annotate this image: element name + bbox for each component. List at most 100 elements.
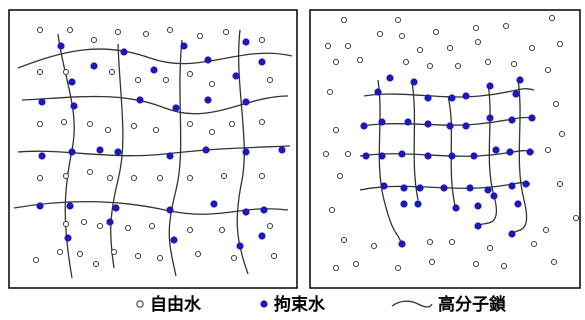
bound-water-dot (180, 42, 188, 50)
bound-water-dot (136, 96, 144, 104)
free-water-dot (156, 174, 164, 182)
free-water-dot (544, 146, 552, 154)
free-water-dot (130, 122, 138, 130)
free-water-dot (186, 70, 194, 78)
chain-h3 (17, 145, 291, 157)
bound-water-dot (360, 122, 368, 130)
bound-water-dot (516, 76, 524, 84)
bound-water-dot (404, 118, 412, 126)
bound-water-dot (68, 78, 76, 86)
bound-water-legend-label: 拘束水 (274, 294, 326, 315)
bound-water-dot (400, 200, 408, 208)
free-water-dot (86, 120, 94, 128)
bound-water-dot (486, 82, 494, 90)
bound-water-dot (150, 66, 158, 74)
free-water-dot (162, 76, 170, 84)
free-water-dot (92, 260, 100, 268)
free-water-dot (270, 252, 278, 260)
free-water-dot (186, 120, 194, 128)
free-water-dot (220, 172, 228, 180)
bound-water-dot (508, 230, 516, 238)
free-water-dot (86, 168, 94, 176)
bound-water-dot (528, 114, 536, 122)
chain-v5 (511, 79, 528, 237)
chain-h1 (17, 48, 293, 69)
free-water-dot (326, 88, 334, 96)
free-water-dot (114, 28, 122, 36)
free-water-dot (426, 62, 434, 70)
free-water-dot (258, 172, 266, 180)
free-water-dot (472, 24, 480, 32)
bound-water-dot (278, 146, 286, 154)
bound-water-dot (114, 148, 122, 156)
free-water-dot (556, 180, 564, 188)
free-water-dot (36, 120, 44, 128)
free-water-dot (376, 30, 384, 38)
bound-water-dot (204, 96, 212, 104)
bound-water-dot (424, 120, 432, 128)
free-water-dot (266, 222, 274, 230)
chain-v3 (168, 39, 183, 277)
free-water-dot (340, 16, 348, 24)
bound-water-dot (466, 184, 474, 192)
bound-water-dot (416, 184, 424, 192)
free-water-legend-label: 自由水 (150, 294, 202, 315)
free-water-dot (148, 222, 156, 230)
free-water-dot (474, 38, 482, 46)
free-water-dot (36, 68, 44, 76)
free-water-dot (258, 118, 266, 126)
bound-water-dot (522, 180, 530, 188)
chain-v2 (110, 43, 124, 269)
free-water-dot (156, 254, 164, 262)
free-water-dot (36, 26, 44, 34)
free-water-dot (62, 172, 70, 180)
bound-water-dot (462, 92, 470, 100)
free-water-dot (106, 174, 114, 182)
bound-water-dot (236, 242, 244, 250)
bound-water-dot (90, 62, 98, 70)
bound-water-dot (258, 232, 266, 240)
bound-water-dot (112, 204, 120, 212)
bound-water-dot (210, 200, 218, 208)
bound-water-dot (440, 184, 448, 192)
bound-water-dot (486, 114, 494, 122)
bound-water-dot (398, 240, 406, 248)
free-water-dot (556, 40, 564, 48)
bound-water-dot (398, 150, 406, 158)
bound-water-dot (526, 148, 534, 156)
free-water-dot (454, 62, 462, 70)
chain-v1 (377, 79, 403, 247)
bound-water-dot (258, 58, 266, 66)
bound-water-dot (70, 102, 78, 110)
free-water-dot (510, 60, 518, 68)
bound-water-dot (474, 202, 482, 210)
bound-water-dot (378, 152, 386, 160)
free-water-dot (134, 76, 142, 84)
free-water-dot (208, 80, 216, 88)
bound-water-dot (166, 206, 174, 214)
bound-water-dot (242, 98, 250, 106)
free-water-dot (426, 238, 434, 246)
bound-water-dot (57, 42, 65, 50)
bound-water-dot (514, 200, 522, 208)
bound-water-dot (68, 148, 76, 156)
free-water-dot (76, 250, 84, 258)
free-water-dot (56, 248, 64, 256)
free-water-dot (322, 150, 330, 158)
free-water-dot (528, 44, 536, 52)
free-water-dot (340, 236, 348, 244)
free-water-dot (32, 256, 40, 264)
bound-water-dot (400, 184, 408, 192)
free-water-dot (36, 174, 44, 182)
free-water-dot (416, 46, 424, 54)
free-water-dot (328, 206, 336, 214)
bound-water-dot (166, 152, 174, 160)
bound-water-dot (260, 206, 268, 214)
free-water-dot (484, 58, 492, 66)
chain-v2 (411, 81, 419, 201)
bound-water-dot (242, 208, 250, 216)
bound-water-dot (36, 202, 44, 210)
chain-v3 (447, 95, 457, 211)
bound-water-dot (66, 202, 74, 210)
free-water-dot (352, 260, 360, 268)
